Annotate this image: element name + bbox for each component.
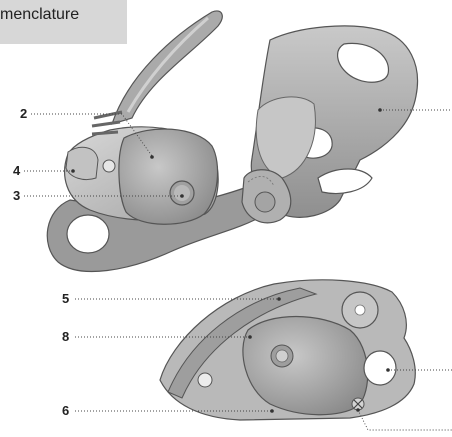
handle-arm bbox=[112, 11, 222, 124]
label-6: 6 bbox=[62, 403, 69, 418]
device-open bbox=[47, 11, 417, 272]
cam-block bbox=[119, 129, 218, 224]
label-3: 3 bbox=[13, 188, 20, 203]
label-5: 5 bbox=[62, 291, 69, 306]
label-4: 4 bbox=[13, 163, 21, 178]
label-8: 8 bbox=[62, 329, 69, 344]
label-2: 2 bbox=[20, 106, 27, 121]
rope-hole bbox=[67, 215, 109, 253]
device-closed bbox=[160, 280, 415, 420]
